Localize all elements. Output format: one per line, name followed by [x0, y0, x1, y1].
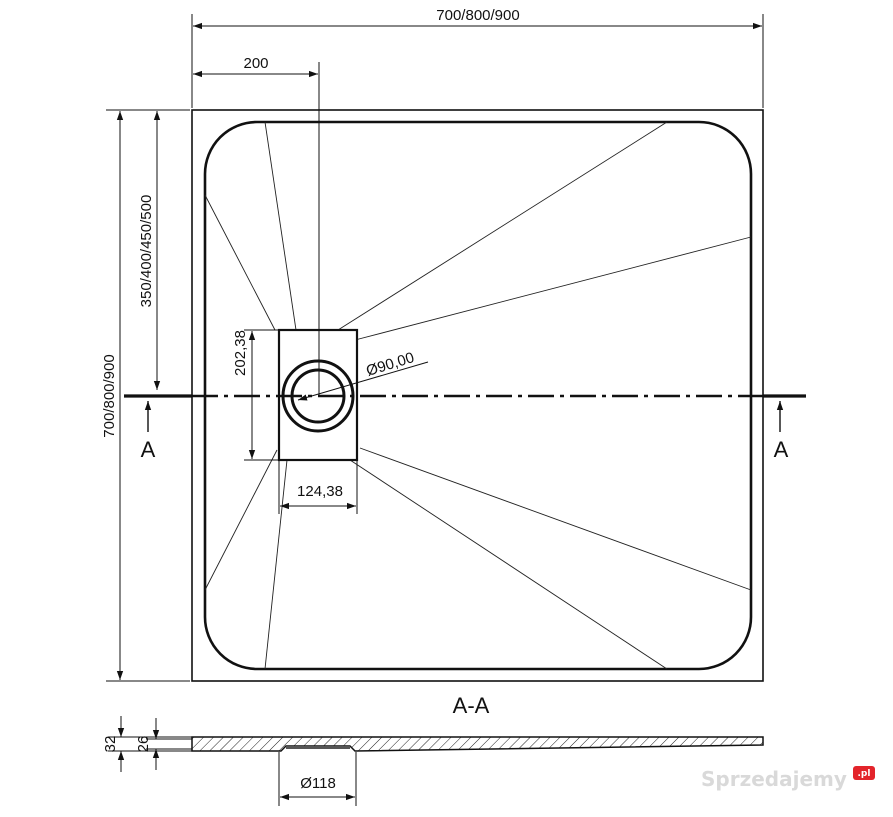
- section-marker-right: A: [774, 437, 789, 462]
- slope-ribs: [204, 121, 752, 670]
- outlet-diameter-label: Ø118: [300, 775, 336, 792]
- watermark-text: Sprzedajemy: [701, 767, 847, 791]
- dimension-profile-height-total: 32: [102, 716, 125, 772]
- profile-height-inner-label: 26: [135, 736, 152, 753]
- dimension-outlet-diameter: Ø118: [278, 752, 357, 806]
- watermark-badge: [853, 766, 875, 780]
- dimension-overall-height: 700/800/900: [101, 109, 190, 682]
- dimension-profile-height-inner: 26: [135, 718, 160, 770]
- drain-cover-width-label: 124,38: [297, 483, 343, 500]
- drain-offset-y-label: 350/400/450/500: [138, 195, 155, 308]
- dimension-drain-cover-height: 202,38: [232, 329, 279, 461]
- dimension-overall-width: 700/800/900: [191, 7, 764, 108]
- drain-cover-height-label: 202,38: [232, 330, 249, 376]
- watermark: Sprzedajemy .pl: [701, 766, 875, 791]
- overall-height-label: 700/800/900: [101, 354, 118, 437]
- dimension-drain-cover-width: 124,38: [278, 460, 358, 514]
- watermark-badge-text: .pl: [858, 769, 871, 779]
- dimension-drain-offset-x: 200: [193, 55, 320, 396]
- section-view-title: A-A: [453, 693, 490, 718]
- drain-diameter-label: Ø90,00: [364, 349, 416, 380]
- drain-offset-x-label: 200: [243, 55, 268, 72]
- section-marker-left: A: [141, 437, 156, 462]
- overall-width-label: 700/800/900: [436, 7, 519, 24]
- profile-height-total-label: 32: [102, 736, 119, 753]
- section-view-profile: [108, 736, 764, 752]
- dimension-drain-offset-y: 350/400/450/500: [138, 111, 161, 390]
